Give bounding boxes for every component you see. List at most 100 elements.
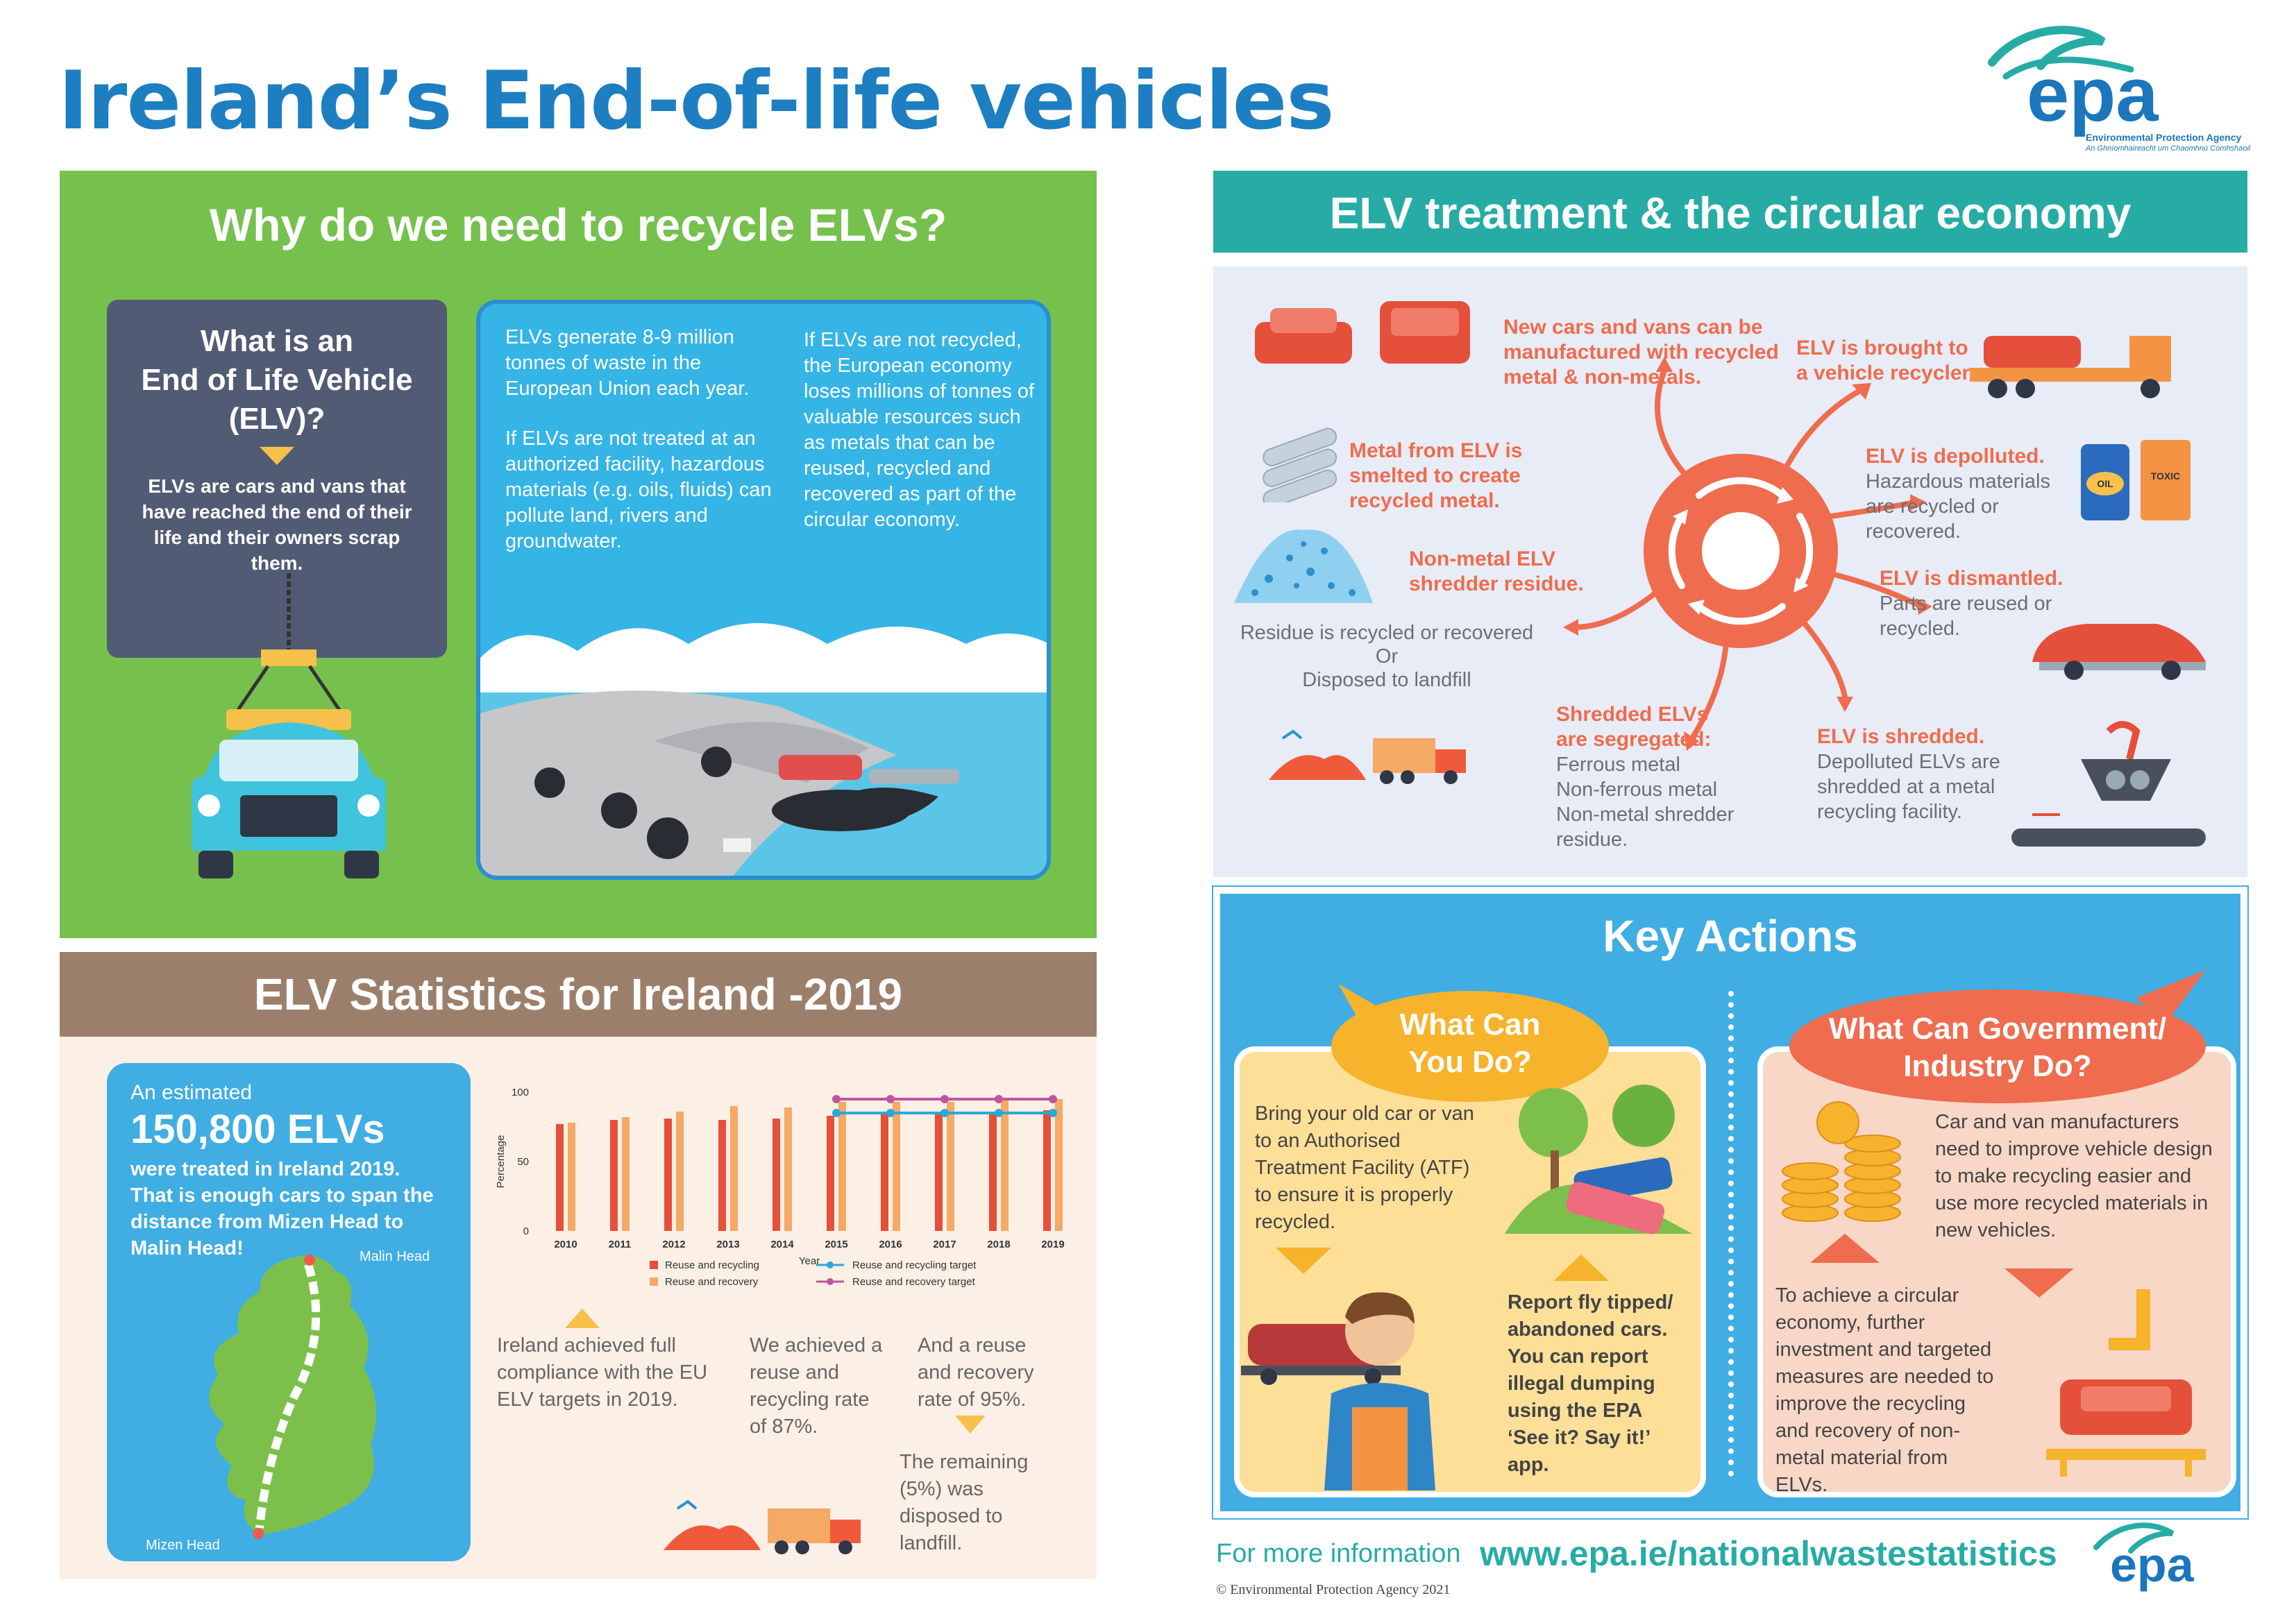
target-point [995, 1109, 1003, 1117]
epa-logo-word: epa [2027, 52, 2159, 137]
coins-icon [1782, 1101, 1901, 1222]
bar-recycling [773, 1119, 780, 1231]
dismantled-heading: ELV is dismantled. [1880, 567, 2063, 590]
up-triangle-icon [1810, 1234, 1880, 1263]
dismantled-car-icon [2032, 624, 2206, 680]
estimate-intro: An estimated [130, 1081, 253, 1104]
legend-label: Reuse and recovery target [852, 1276, 976, 1288]
bar-recovery [893, 1102, 900, 1231]
oil-can-icon: OIL [2081, 444, 2129, 520]
treatment-title: ELV treatment & the circular economy [1329, 188, 2132, 238]
residue-line-1: Residue is recycled or recovered [1240, 622, 1534, 644]
x-tick-label: 2017 [933, 1239, 956, 1250]
new-cars-icon [1255, 301, 1470, 364]
x-tick-label: 2019 [1041, 1239, 1064, 1250]
bar-recycling [1043, 1110, 1051, 1231]
footer-url-link[interactable]: www.epa.ie/nationalwastestatistics [1480, 1534, 2057, 1573]
gov-action-1: Car and van manufacturers need to improv… [1935, 1111, 2213, 1241]
gov-action-2: To achieve a circular economy, further i… [1775, 1284, 1994, 1496]
treatment-section: New cars and vans can be manufactured wi… [1213, 266, 2247, 877]
dismantled-text: Parts are reused or recycled. [1880, 593, 2052, 640]
impact-text-3: If ELVs are not recycled, the European e… [804, 329, 1035, 531]
landfill-truck-icon [664, 1499, 861, 1554]
segregated-text: Ferrous metal Non-ferrous metal Non-meta… [1556, 754, 1734, 851]
residue-line-3: Disposed to landfill [1302, 669, 1471, 691]
legend-swatch [650, 1261, 658, 1269]
bar-recovery [730, 1106, 738, 1231]
bar-recovery [947, 1102, 954, 1231]
treatment-header: ELV treatment & the circular economy [1213, 171, 2247, 253]
target-point [1049, 1109, 1057, 1117]
x-tick-label: 2015 [825, 1239, 847, 1250]
bar-recovery [1001, 1101, 1008, 1231]
landfill-truck-icon [1269, 729, 1466, 784]
epa-logo[interactable]: epa Environmental Protection Agency An G… [1964, 21, 2256, 160]
target-point [940, 1109, 949, 1117]
down-triangle-icon [260, 447, 294, 465]
down-triangle-icon [955, 1416, 986, 1434]
depolluted-heading: ELV is depolluted. [1866, 445, 2045, 468]
footer-copyright: © Environmental Protection Agency 2021 [1216, 1582, 1451, 1597]
bar-recycling [718, 1120, 726, 1231]
target-point [940, 1095, 949, 1103]
nonmetal-heading: Non-metal ELV shredder residue. [1409, 547, 1584, 595]
x-tick-label: 2016 [879, 1239, 902, 1250]
brought-text: ELV is brought to a vehicle recycler. [1796, 337, 1975, 384]
bar-recovery [838, 1102, 846, 1231]
down-triangle-icon [2004, 1268, 2074, 1298]
x-tick-label: 2013 [716, 1239, 739, 1250]
footer-more-info: For more information [1216, 1539, 1461, 1568]
stats-header: ELV Statistics for Ireland -2019 [60, 952, 1097, 1037]
what-is-elv-box: What is an End of Life Vehicle (ELV)? EL… [107, 300, 447, 658]
why-section: Why do we need to recycle ELVs? What is … [60, 171, 1097, 938]
target-point [886, 1095, 895, 1103]
oil-label: OIL [2086, 472, 2124, 495]
shredded-text: Depolluted ELVs are shredded at a metal … [1817, 751, 2000, 823]
up-triangle-icon [1553, 1255, 1609, 1281]
bar-recycling [827, 1116, 834, 1231]
epa-logo-line2: An Ghníomhaireacht um Chaomhnú Comhshaoi… [2086, 144, 2251, 153]
target-point [1049, 1095, 1057, 1103]
y-tick-label: 0 [523, 1225, 529, 1237]
epa-logo-line1: Environmental Protection Agency [2086, 132, 2242, 143]
bar-recovery [1055, 1099, 1063, 1231]
x-tick-label: 2018 [987, 1239, 1010, 1250]
bar-recycling [556, 1124, 564, 1231]
you-action-1: Bring your old car or van to an Authoris… [1255, 1103, 1474, 1233]
target-point [995, 1095, 1003, 1103]
target-point [832, 1109, 841, 1117]
shredder-residue-icon [1234, 529, 1373, 603]
legend-label: Reuse and recycling [665, 1259, 759, 1271]
estimate-card: An estimated 150,800 ELVs were treated i… [107, 1063, 471, 1561]
bar-recycling [989, 1112, 997, 1231]
segregated-heading: Shredded ELVs are segregated: [1556, 703, 1712, 751]
malin-head-label: Malin Head [360, 1249, 430, 1264]
epa-swirl-icon [1988, 26, 2134, 80]
pollution-scene-icon [480, 623, 1047, 876]
divider [1728, 991, 1734, 1477]
footer-epa-logo[interactable]: epa [2082, 1520, 2249, 1617]
why-title: Why do we need to recycle ELVs? [209, 199, 947, 250]
key-actions-title: Key Actions [1603, 911, 1858, 961]
new-cars-text: New cars and vans can be manufactured wi… [1503, 316, 1779, 389]
metal-bars-icon [1263, 427, 1337, 502]
footer-epa-word: epa [2110, 1538, 2194, 1592]
landfill-note: The remaining (5%) was disposed to landf… [900, 1451, 1029, 1554]
bar-recovery [622, 1117, 630, 1231]
you-bubble-title: What Can You Do? [1399, 1008, 1541, 1079]
bar-recycling [610, 1120, 618, 1231]
assembly-robot-icon [2046, 1289, 2206, 1477]
legend-swatch [650, 1277, 658, 1286]
impact-text-1: ELVs generate 8-9 million tonnes of wast… [505, 326, 750, 400]
estimate-number: 150,800 ELVs [130, 1107, 385, 1152]
up-triangle-icon [565, 1309, 600, 1328]
shredded-heading: ELV is shredded. [1817, 725, 1985, 748]
page-title: Ireland’s End-of-life vehicles [58, 54, 1334, 148]
x-axis-label: Year [799, 1255, 820, 1267]
compliance-note: Ireland achieved full compliance with th… [497, 1334, 708, 1411]
gov-bubble-title: What Can Government/ Industry Do? [1828, 1012, 2167, 1083]
what-is-elv-text: ELVs are cars and vans that have reached… [142, 475, 412, 574]
y-tick-label: 100 [512, 1087, 529, 1098]
impact-text-2: If ELVs are not treated at an authorized… [505, 427, 772, 552]
bar-recycling [664, 1119, 672, 1231]
